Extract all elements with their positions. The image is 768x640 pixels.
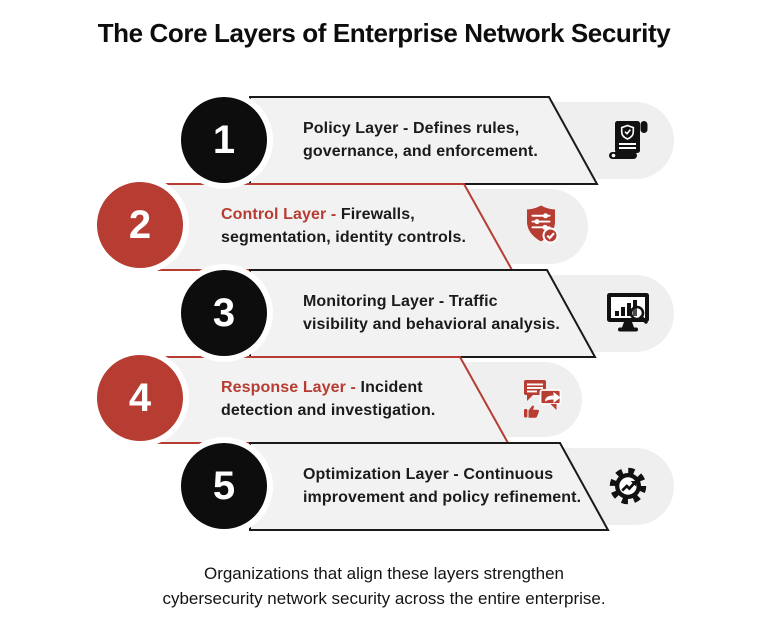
row-4-number: 4 <box>128 375 152 420</box>
control-shield-icon <box>517 202 565 250</box>
page-title: The Core Layers of Enterprise Network Se… <box>97 18 671 48</box>
row-5-text: Optimization Layer - Continuous improvem… <box>303 464 581 509</box>
row-1-description: Defines rules, <box>408 120 520 137</box>
row-3-description-line2: visibility and behavioral analysis. <box>303 315 560 333</box>
footer-text: Organizations that align these layers st… <box>0 561 768 611</box>
monitoring-screen-icon <box>604 289 652 337</box>
row-3-text: Monitoring Layer - Traffic visibility an… <box>303 291 560 336</box>
row-2-number-badge: 2 <box>91 176 189 274</box>
row-3-description: Traffic <box>444 293 498 310</box>
row-3-layer-name: Monitoring Layer - <box>303 293 445 310</box>
row-2-description-line2: segmentation, identity controls. <box>221 228 467 246</box>
row-1-layer-name: Policy Layer - <box>303 120 409 137</box>
row-5-number: 5 <box>212 463 236 508</box>
row-3-number: 3 <box>212 290 236 335</box>
footer-line-2: cybersecurity network security across th… <box>162 589 606 608</box>
optimization-gear-icon <box>604 462 652 510</box>
row-1-description-line2: governance, and enforcement. <box>303 142 538 160</box>
row-5-description-line2: improvement and policy refinement. <box>303 488 582 506</box>
row-4-description-line2: detection and investigation. <box>221 401 436 419</box>
row-5-layer-name: Optimization Layer - <box>303 466 459 483</box>
row-2-description: Firewalls, <box>336 206 415 223</box>
row-4-description: Incident <box>355 379 423 396</box>
response-chat-icon <box>517 375 565 423</box>
row-5-description: Continuous <box>458 466 554 483</box>
row-3-number-badge: 3 <box>175 264 273 362</box>
row-2-text: Control Layer - Firewalls, segmentation,… <box>221 204 466 249</box>
row-1-number-badge: 1 <box>175 91 273 189</box>
row-4-layer-name: Response Layer - <box>221 379 356 396</box>
row-1-number: 1 <box>212 117 236 162</box>
row-2-number: 2 <box>128 202 152 247</box>
policy-scroll-icon <box>603 116 651 164</box>
footer-line-1: Organizations that align these layers st… <box>203 564 565 583</box>
row-2-layer-name: Control Layer - <box>221 206 337 223</box>
row-4-number-badge: 4 <box>91 349 189 447</box>
row-1-text: Policy Layer - Defines rules, governance… <box>303 118 538 163</box>
row-5-number-badge: 5 <box>175 437 273 535</box>
row-4-text: Response Layer - Incident detection and … <box>221 377 435 422</box>
